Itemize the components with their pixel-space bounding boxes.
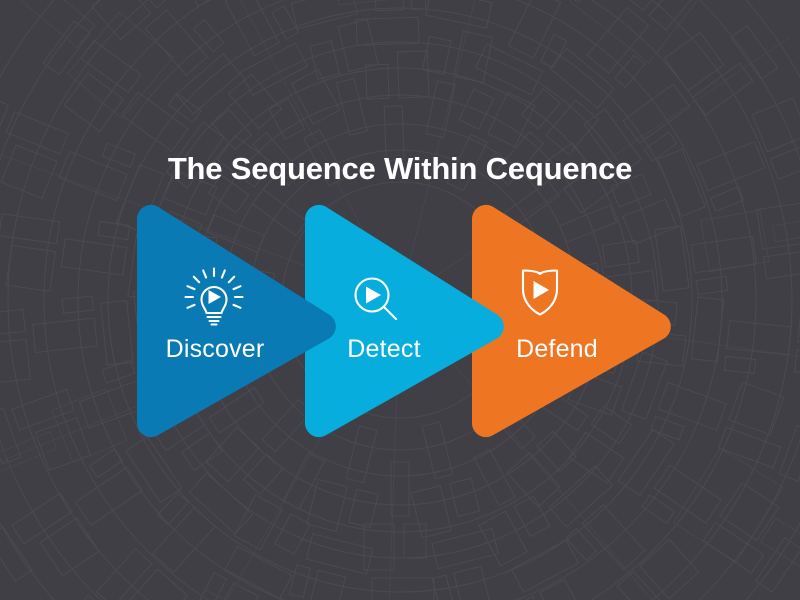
detect-label: Detect	[347, 335, 420, 363]
discover-label: Discover	[166, 335, 265, 363]
defend-label: Defend	[516, 335, 598, 363]
page-title: The Sequence Within Cequence	[167, 151, 633, 186]
